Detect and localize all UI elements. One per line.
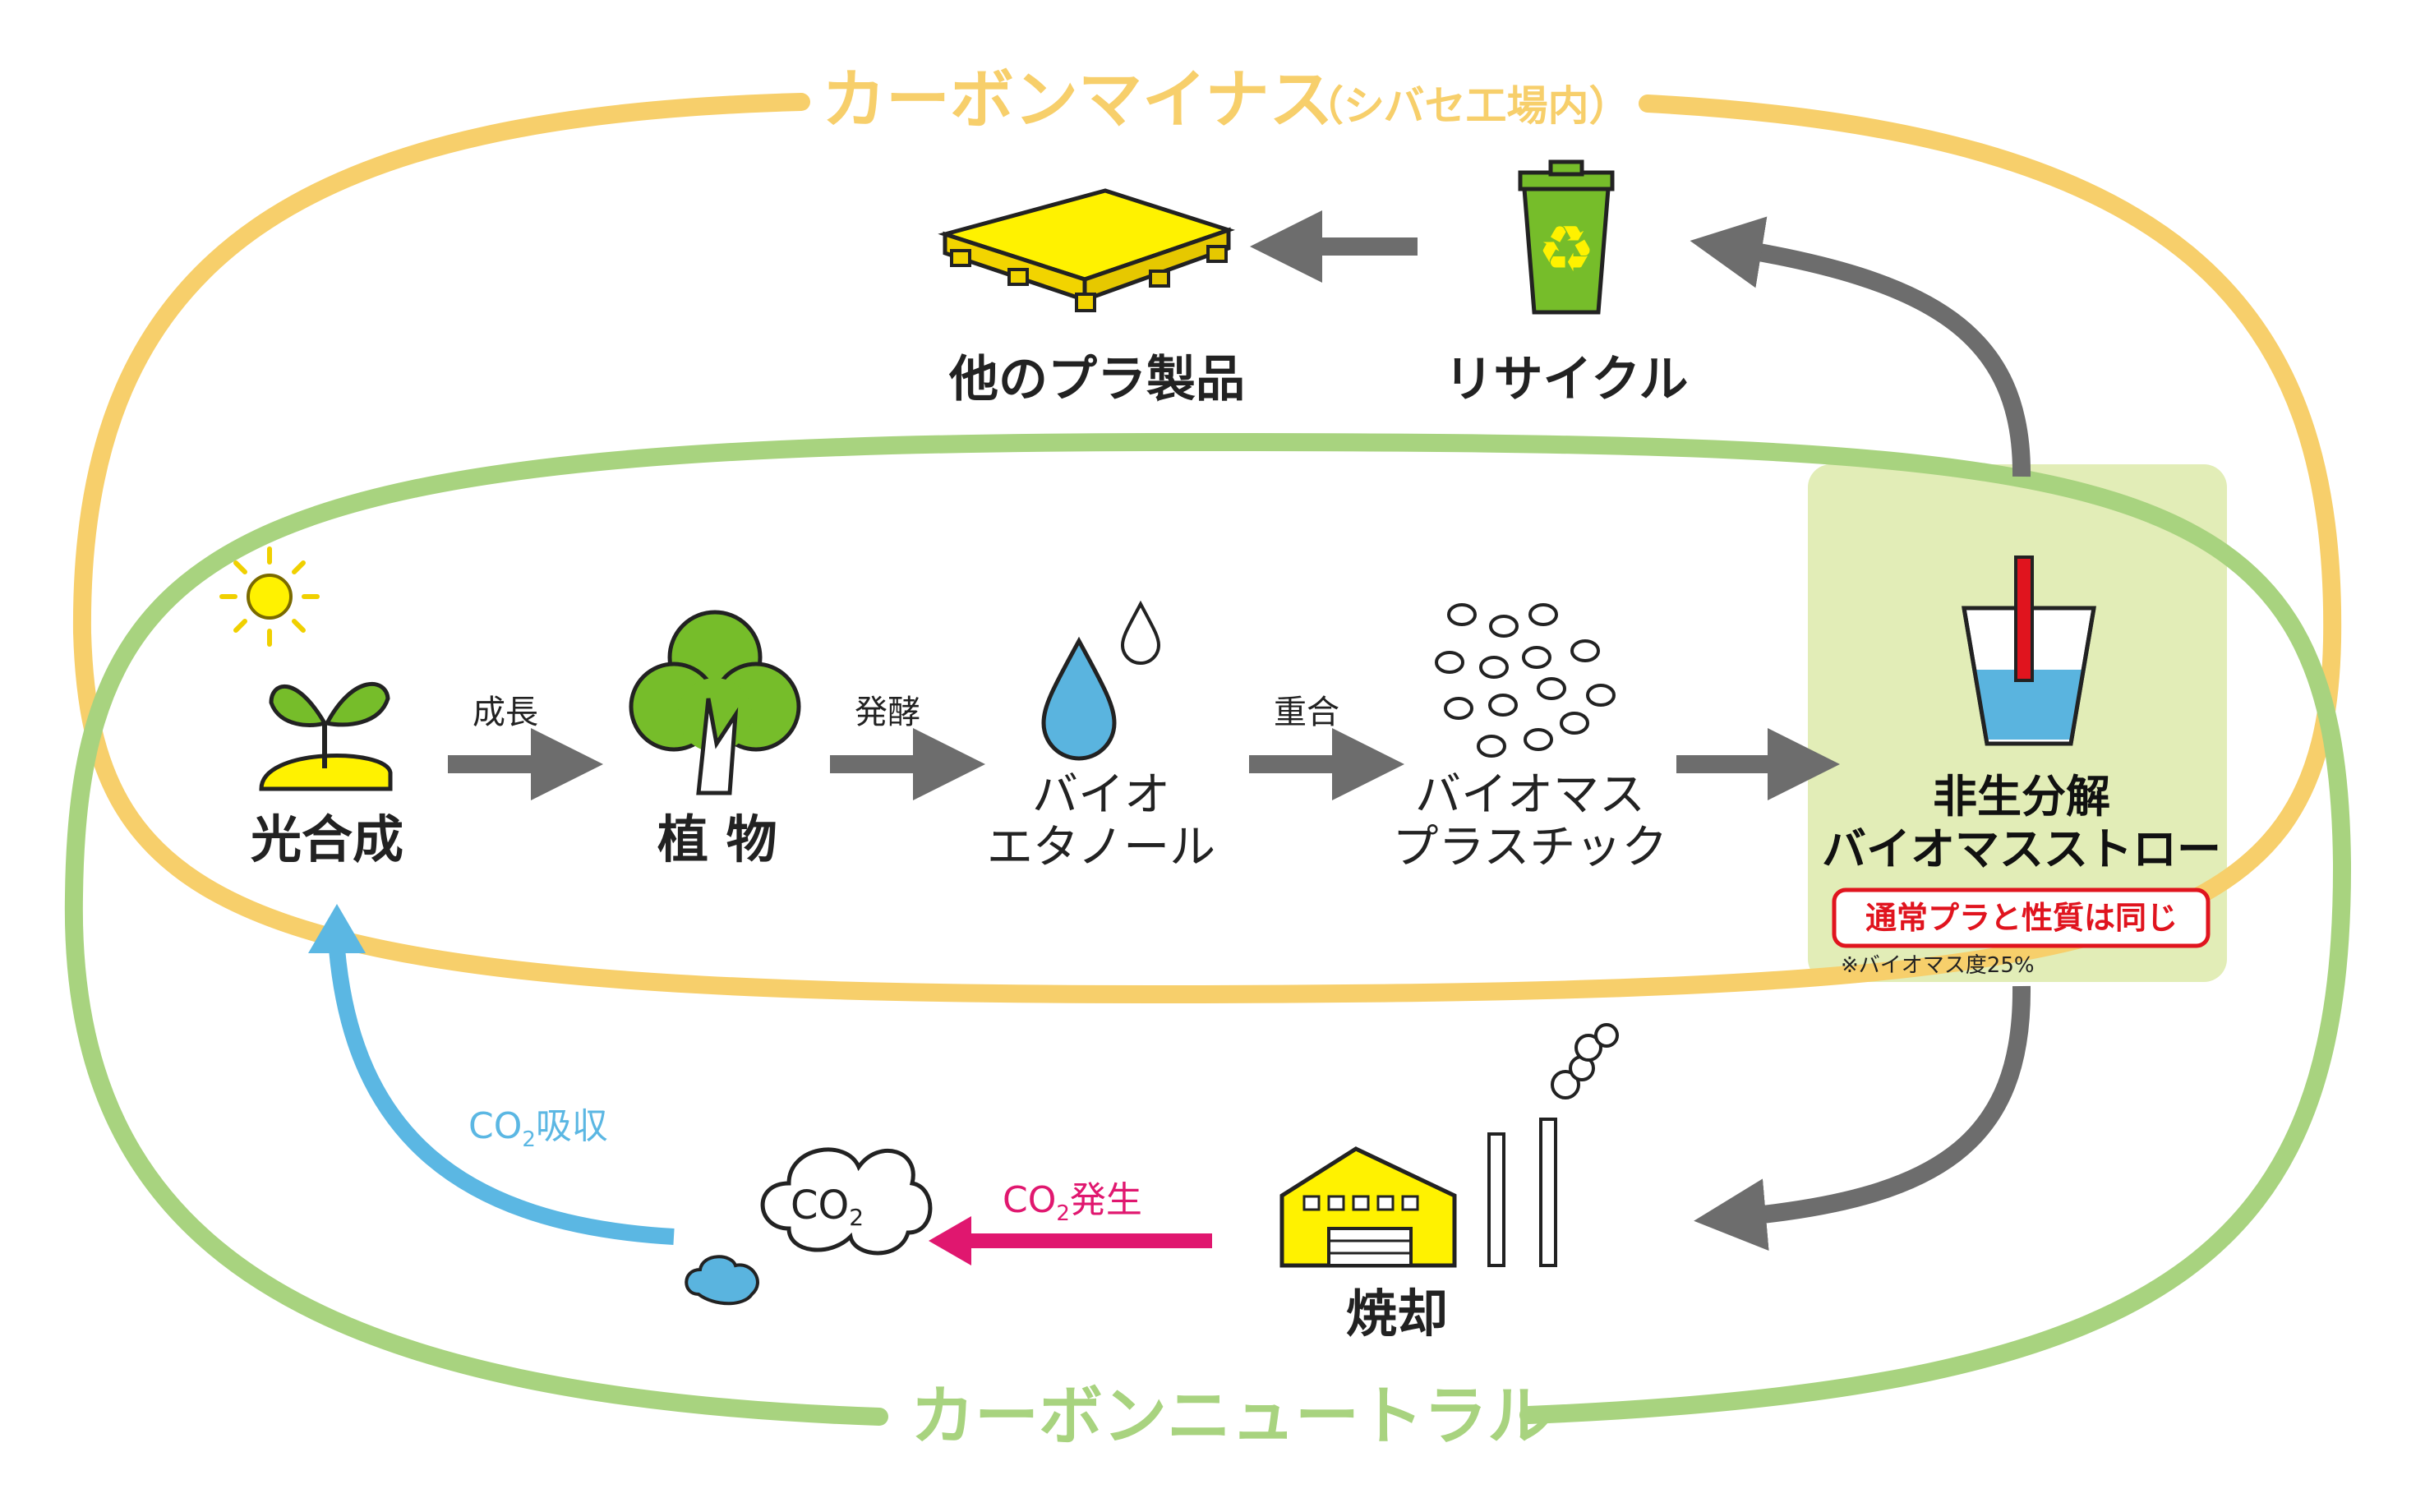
carbon-minus-title: カーボンマイナス xyxy=(822,63,1333,137)
bioplastic-label-1: バイオマス xyxy=(1415,768,1645,822)
straw-to-recycle-arrow xyxy=(1690,216,2031,477)
incinerator-factory-icon xyxy=(1279,1023,1619,1268)
ethanol-label-1: バイオ xyxy=(1032,768,1170,822)
recycle-label: リサイクル xyxy=(1445,351,1689,408)
pallet-icon xyxy=(938,188,1235,312)
co2-absorb-label: CO2吸収 xyxy=(468,1105,608,1152)
other-products-label: 他のプラ製品 xyxy=(948,351,1245,408)
plastic-pellets-icon xyxy=(1435,603,1616,758)
same-properties-text: 通常プラと性質は同じ xyxy=(1865,900,2178,936)
straw-to-incineration-arrow xyxy=(1694,985,2031,1252)
polymerization-label: 重合 xyxy=(1274,694,1339,731)
co2-absorb-arrowhead xyxy=(308,904,366,953)
bioplastic-label-2: プラスチック xyxy=(1393,821,1668,874)
co2-emission-arrowhead xyxy=(929,1216,971,1265)
carbon-minus-loop xyxy=(72,93,2342,1004)
biomass-ratio-note: ※バイオマス度25% xyxy=(1841,953,2035,978)
carbon-minus-note: （シバセ工場内） xyxy=(1302,82,1630,130)
svg-text:♻: ♻ xyxy=(1538,213,1595,287)
same-properties-badge xyxy=(1832,887,2211,948)
water-drop-icon xyxy=(1041,600,1161,761)
carbon-neutral-loop xyxy=(64,432,2352,1426)
sun-icon xyxy=(219,546,320,647)
co2-emission-label: CO2発生 xyxy=(1003,1179,1142,1226)
straw-label-2: バイオマスストロー xyxy=(1822,823,2221,875)
straw-label-1: 非生分解 xyxy=(1933,771,2110,823)
photosynthesis-label: 光合成 xyxy=(251,809,403,869)
recycle-bin-icon: ♻ xyxy=(1518,159,1615,315)
incineration-label: 焼却 xyxy=(1346,1284,1448,1344)
fermentation-label: 発酵 xyxy=(855,694,920,731)
sprout-icon xyxy=(259,681,393,791)
co2-cloud-label: CO2 xyxy=(791,1182,864,1231)
straw-cup-icon xyxy=(1962,555,2096,746)
tree-icon xyxy=(629,610,801,795)
ethanol-label-2: エタノール xyxy=(987,821,1215,874)
co2-absorb-arrow xyxy=(329,948,675,1245)
carbon-neutral-title: カーボンニュートラル xyxy=(911,1380,1551,1454)
growth-label: 成長 xyxy=(473,694,538,731)
co2-cloud-icon xyxy=(685,1147,933,1306)
plant-label: 植 物 xyxy=(657,809,777,869)
